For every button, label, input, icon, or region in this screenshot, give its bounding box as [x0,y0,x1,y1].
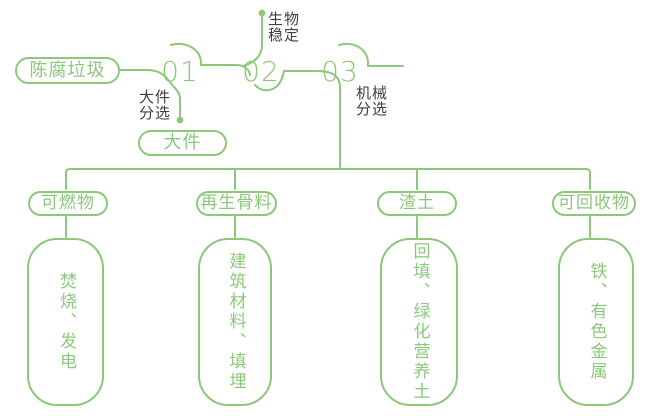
distribution-bar [65,168,591,190]
bio-dot [258,9,266,17]
bulky-dot [176,116,184,124]
arc-step3-tail [338,43,404,67]
category-pill-slag-soil: 渣土 [377,191,457,216]
outcome-text: 焚烧、发电 [56,272,76,372]
category-pill-recyclables: 可回收物 [552,191,636,216]
outcome-box-slag-soil: 回填、绿化营养土 [380,238,458,406]
step-number-1: 01 [161,55,199,88]
bulky-item-pill: 大件 [138,130,227,156]
note-biological-stabilization: 生物 稳定 [268,10,301,44]
step-number-2: 02 [242,55,280,88]
outcome-box-recycled-aggregate: 建筑材料、填埋 [198,238,272,406]
line-step2-to-step3-drop [254,70,341,168]
line-source-to-bulky [119,69,181,117]
category-pill-combustibles: 可燃物 [28,191,108,216]
outcome-box-combustibles: 焚烧、发电 [27,238,104,406]
category-pill-recycled-aggregate: 再生骨料 [196,191,277,216]
outcome-box-recyclables: 铁、有色金属 [558,238,634,406]
outcome-text: 回填、绿化营养土 [409,242,430,402]
arc-step1-to-step2 [170,43,251,76]
line-bio-drop [242,15,263,67]
outcome-text: 铁、有色金属 [586,262,607,382]
source-pill-aged-waste: 陈腐垃圾 [15,57,120,84]
outcome-text: 建筑材料、填埋 [225,252,246,392]
note-mechanical-sorting: 机械 分选 [356,84,389,118]
step-number-3: 03 [321,55,359,88]
note-bulky-sorting: 大件 分选 [139,88,172,122]
